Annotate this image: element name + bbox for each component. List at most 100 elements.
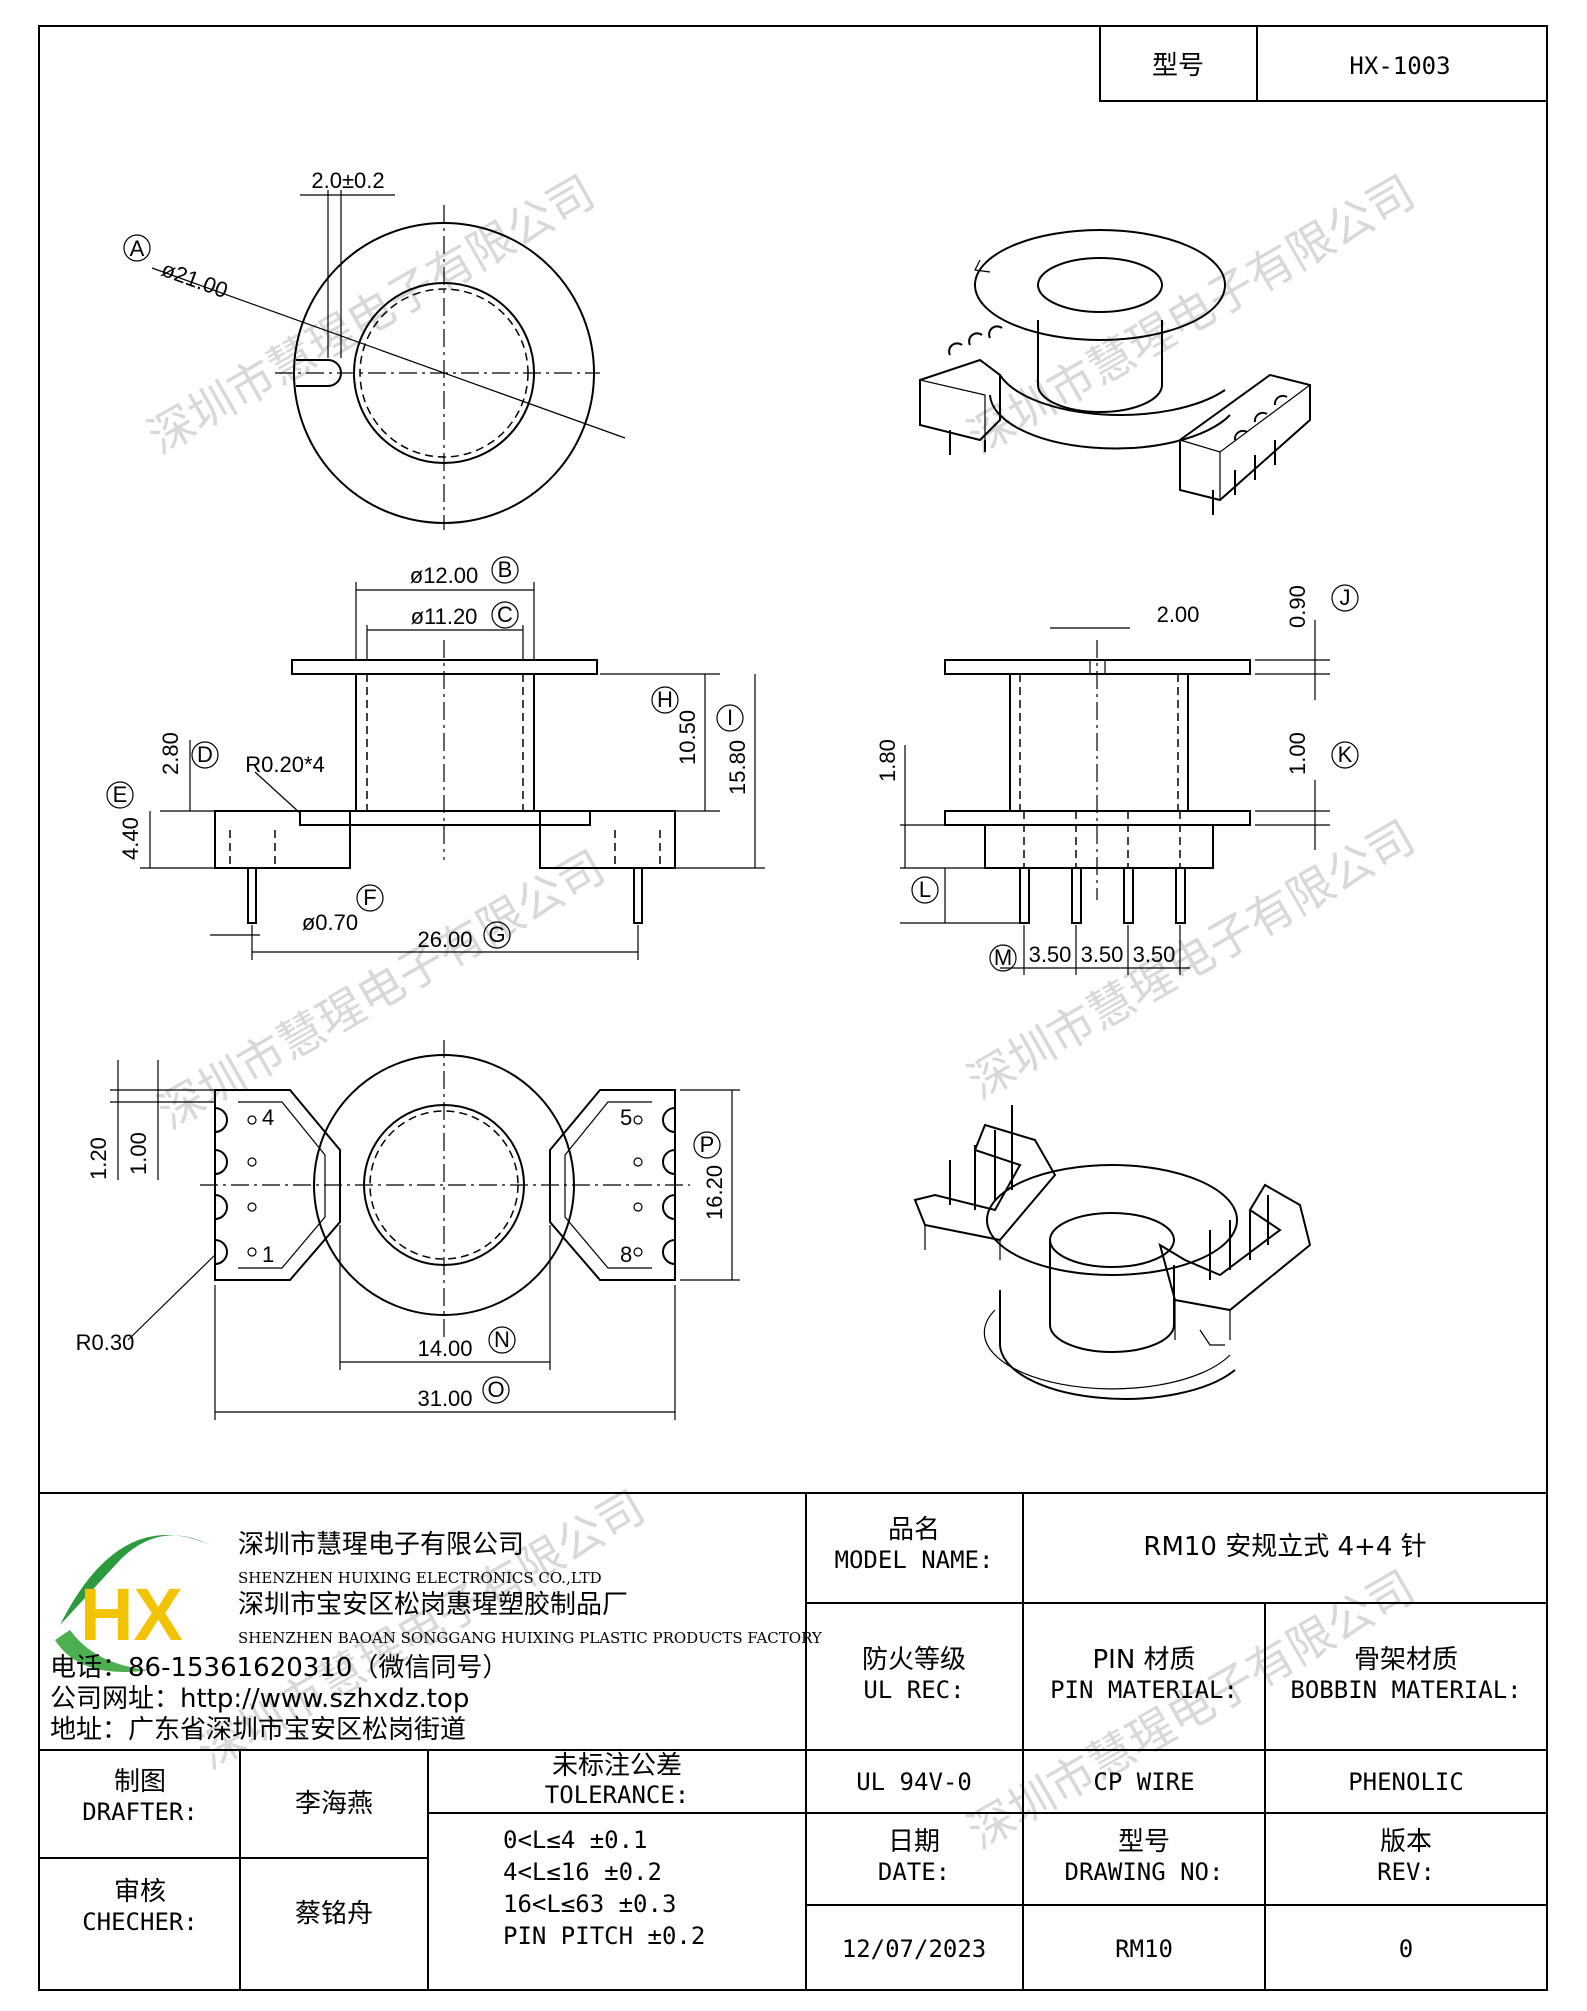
dim-slot-w: 2.00 <box>1157 602 1200 627</box>
letter-g: G <box>488 922 505 947</box>
label-tolerance-en: TOLERANCE: <box>545 1781 690 1809</box>
letter-b: B <box>498 557 513 582</box>
tolerance-line: 4<L≤16 ±0.2 <box>503 1858 662 1886</box>
letter-p: P <box>700 1132 715 1157</box>
header-model-label: 型号 <box>1152 51 1204 81</box>
label-ul-en: UL REC: <box>863 1676 964 1704</box>
dim-top-dia: ø21.00 <box>158 256 231 303</box>
letter-h: H <box>657 687 673 712</box>
letter-o: O <box>487 1377 504 1402</box>
side-view: 2.00 0.90 J 1.00 K 1.80 L 3.50 3.50 3.50… <box>875 584 1359 975</box>
label-drawing-no-cn: 型号 <box>1118 1827 1170 1857</box>
dim-b-h1: 1.20 <box>86 1137 111 1180</box>
value-bobbin-material: PHENOLIC <box>1348 1768 1464 1796</box>
dim-h-i: 15.80 <box>725 740 750 795</box>
dim-pin-dia: ø0.70 <box>302 910 358 935</box>
label-rev-cn: 版本 <box>1380 1827 1432 1857</box>
label-pin-mat-cn: PIN 材质 <box>1092 1645 1195 1675</box>
company-phone: 电话：86-15361620310（微信同号） <box>50 1653 508 1683</box>
label-ul-cn: 防火等级 <box>862 1645 966 1675</box>
value-rev: 0 <box>1399 1935 1413 1963</box>
pin-number: 1 <box>262 1242 274 1267</box>
dim-b-h2: 1.00 <box>126 1132 151 1175</box>
label-pin-mat-en: PIN MATERIAL: <box>1050 1676 1238 1704</box>
value-checker: 蔡铭舟 <box>295 1899 373 1929</box>
dim-h-d: 2.80 <box>158 732 183 775</box>
header-model-box: 型号 HX-1003 <box>1099 25 1548 102</box>
label-bobbin-cn: 骨架材质 <box>1354 1645 1458 1675</box>
dim-h-h: 10.50 <box>675 710 700 765</box>
dim-pitch-1: 3.50 <box>1029 942 1072 967</box>
pin-number: 8 <box>620 1242 632 1267</box>
company-website: 公司网址：http://www.szhxdz.top <box>50 1684 469 1714</box>
value-date: 12/07/2023 <box>842 1935 987 1963</box>
iso-view-bottom <box>913 1105 1312 1400</box>
value-model-name: RM10 安规立式 4+4 针 <box>1143 1532 1426 1562</box>
company-address: 地址：广东省深圳市宝安区松岗街道 <box>50 1715 466 1745</box>
letter-j: J <box>1340 585 1351 610</box>
label-bobbin-en: BOBBIN MATERIAL: <box>1290 1676 1521 1704</box>
watermark-text: 深圳市慧瑆电子有限公司 <box>139 165 604 465</box>
letter-m: M <box>994 945 1012 970</box>
value-pin-material: CP WIRE <box>1093 1768 1194 1796</box>
top-view: 2.0±0.2 ø21.00 A <box>123 168 626 530</box>
dim-b-h3: 16.20 <box>702 1165 727 1220</box>
label-drawing-no-en: DRAWING NO: <box>1065 1858 1224 1886</box>
label-model-name-en: MODEL NAME: <box>835 1546 994 1574</box>
company-name-cn: 深圳市慧瑆电子有限公司 <box>238 1530 524 1560</box>
watermark-text: 深圳市慧瑆电子有限公司 <box>959 165 1424 465</box>
label-date-cn: 日期 <box>888 1827 940 1857</box>
dim-dia-b: ø12.00 <box>410 563 479 588</box>
letter-i: I <box>727 705 733 730</box>
dim-r-fillet: R0.20*4 <box>245 752 325 777</box>
front-view: ø12.00 B ø11.20 C 10.50 H 15.80 I 2.80 D… <box>106 556 765 960</box>
label-drafter-cn: 制图 <box>114 1767 166 1797</box>
dim-top-slot: 2.0±0.2 <box>311 168 384 193</box>
dim-pin-span: 26.00 <box>417 927 472 952</box>
value-ul: UL 94V-0 <box>856 1768 972 1796</box>
pin-number: 4 <box>262 1105 274 1130</box>
label-checker-cn: 审核 <box>114 1877 166 1907</box>
header-model-value: HX-1003 <box>1349 52 1450 80</box>
factory-name-cn: 深圳市宝安区松岗惠瑆塑胶制品厂 <box>238 1590 628 1620</box>
dim-h-j: 0.90 <box>1285 585 1310 628</box>
dim-h-k: 1.00 <box>1285 732 1310 775</box>
watermark-text: 深圳市慧瑆电子有限公司 <box>149 840 614 1140</box>
value-drafter: 李海燕 <box>295 1789 373 1819</box>
letter-a: A <box>130 236 145 261</box>
logo-letters: HX <box>80 1573 183 1656</box>
letter-d: D <box>197 742 213 767</box>
label-rev-en: REV: <box>1377 1858 1435 1886</box>
value-drawing-no: RM10 <box>1115 1935 1173 1963</box>
dim-h-side: 1.80 <box>875 739 900 782</box>
dim-h-e: 4.40 <box>118 817 143 860</box>
label-model-name-cn: 品名 <box>888 1515 940 1545</box>
letter-c: C <box>497 602 513 627</box>
label-drafter-en: DRAFTER: <box>82 1798 198 1826</box>
dim-b-w2: 31.00 <box>417 1386 472 1411</box>
iso-view-top <box>919 229 1311 515</box>
dim-dia-c: ø11.20 <box>411 604 478 629</box>
sheet-border <box>38 25 1548 1991</box>
factory-name-en: SHENZHEN BAOAN SONGGANG HUIXING PLASTIC … <box>238 1629 823 1647</box>
pin-number: 5 <box>620 1105 632 1130</box>
letter-f: F <box>363 885 376 910</box>
letter-n: N <box>494 1327 510 1352</box>
letter-l: L <box>919 877 931 902</box>
company-name-en: SHENZHEN HUIXING ELECTRONICS CO.,LTD <box>238 1569 602 1587</box>
letter-k: K <box>1338 742 1353 767</box>
company-logo: HX <box>55 1535 210 1672</box>
letter-e: E <box>113 782 128 807</box>
dim-b-r: R0.30 <box>76 1330 135 1355</box>
title-block: HX 深圳市慧瑆电子有限公司 SHENZHEN HUIXING ELECTRON… <box>39 1492 1547 1990</box>
watermark-text: 深圳市慧瑆电子有限公司 <box>959 1560 1424 1860</box>
tolerance-line: PIN PITCH ±0.2 <box>503 1922 705 1950</box>
tolerance-line: 0<L≤4 ±0.1 <box>503 1826 648 1854</box>
side-pins <box>1019 811 1186 924</box>
label-date-en: DATE: <box>878 1858 950 1886</box>
dim-pitch-3: 3.50 <box>1133 942 1176 967</box>
dim-pitch-2: 3.50 <box>1081 942 1124 967</box>
bottom-view: 4 1 5 8 1.20 1.00 16.20 P R0.30 14.00 N … <box>76 1040 740 1420</box>
label-checker-en: CHECHER: <box>82 1908 198 1936</box>
